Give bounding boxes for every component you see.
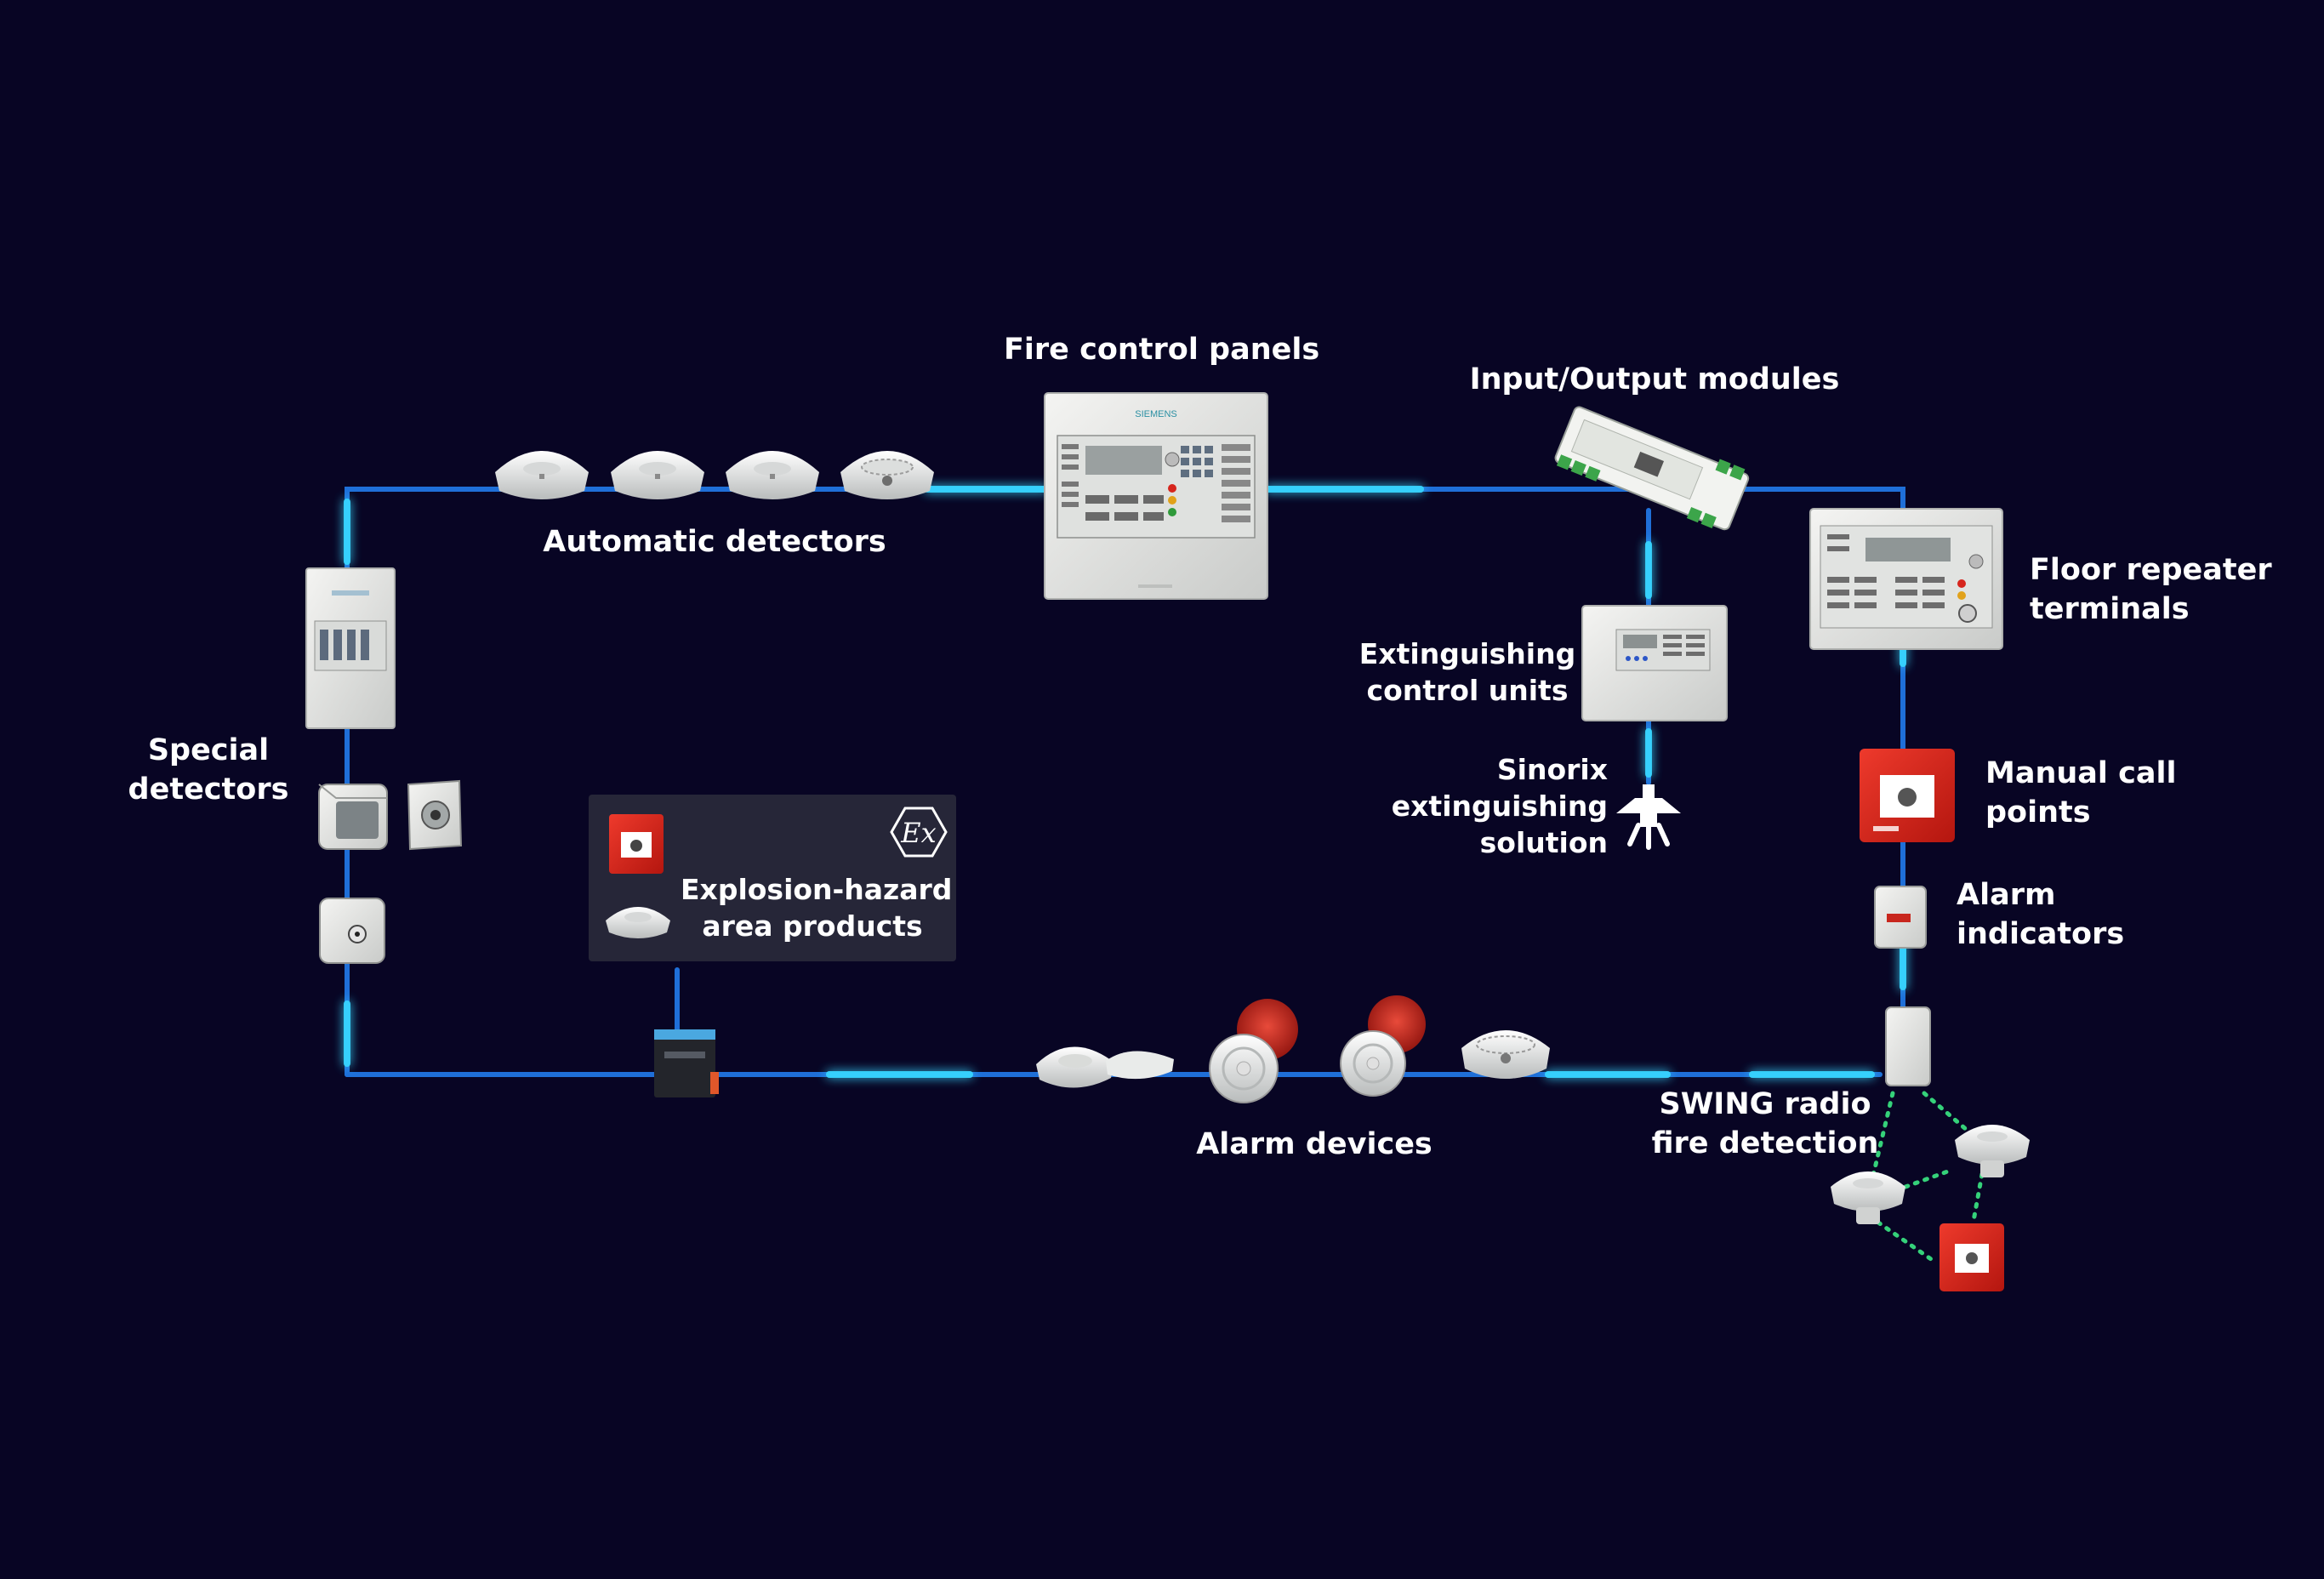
swing-gateway-icon bbox=[1885, 1006, 1931, 1086]
aspirating-detector-icon bbox=[305, 567, 396, 729]
smoke-detector-icon bbox=[611, 451, 704, 499]
label-extinguishing-control-units: Extinguishing control units bbox=[1359, 637, 1576, 707]
radio-manual-call-point-icon bbox=[1940, 1223, 2004, 1291]
ex-barrier-module-icon bbox=[654, 1029, 719, 1097]
fire-control-panel-icon: SIEMENS bbox=[1044, 392, 1268, 600]
label-swing-radio-fire-detection: SWING radio fire detection bbox=[1651, 1087, 1879, 1160]
ex-symbol-text: Ex bbox=[900, 817, 936, 849]
label-sinorix-solution: Sinorix extinguishing solution bbox=[1391, 753, 1608, 859]
sounder-beacon-icon bbox=[1209, 999, 1298, 1103]
label-automatic-detectors: Automatic detectors bbox=[543, 525, 886, 559]
linear-detector-icon bbox=[407, 779, 463, 851]
label-special-detectors: Special detectors bbox=[128, 733, 289, 807]
label-fire-control-panels: Fire control panels bbox=[1004, 333, 1320, 367]
sounder-beacon-icon bbox=[1340, 995, 1426, 1097]
radio-smoke-detector-icon bbox=[1831, 1171, 1905, 1224]
smoke-detector-icon bbox=[726, 451, 819, 499]
floor-repeater-terminal-icon bbox=[1809, 508, 2003, 650]
loop-line-top-right bbox=[1265, 487, 1905, 1049]
alarm-devices-group bbox=[1036, 995, 1550, 1103]
automatic-detectors-group bbox=[495, 451, 934, 499]
smoke-detector-icon bbox=[495, 451, 589, 499]
ex-symbol-icon: Ex bbox=[890, 807, 948, 858]
extinguishing-control-unit-icon bbox=[1581, 605, 1728, 721]
base-sounder-icon bbox=[1461, 1030, 1550, 1079]
beam-detector-icon bbox=[319, 898, 385, 964]
flame-detector-icon bbox=[318, 784, 388, 850]
label-explosion-hazard-products: Explosion-hazard area products bbox=[681, 873, 953, 943]
label-manual-call-points: Manual call points bbox=[1985, 756, 2177, 829]
panel-brand: SIEMENS bbox=[1135, 409, 1177, 419]
manual-call-point-icon bbox=[1860, 749, 1955, 842]
detector-with-sounder-icon bbox=[1036, 1046, 1174, 1088]
heat-detector-icon bbox=[840, 451, 934, 499]
alarm-indicator-icon bbox=[1874, 886, 1927, 949]
ex-smoke-detector-icon bbox=[606, 907, 670, 938]
label-alarm-devices: Alarm devices bbox=[1196, 1127, 1433, 1161]
label-alarm-indicators: Alarm indicators bbox=[1957, 878, 2125, 951]
special-detectors-group bbox=[305, 567, 463, 964]
label-floor-repeater-terminals: Floor repeater terminals bbox=[2030, 553, 2272, 626]
label-io-modules: Input/Output modules bbox=[1469, 362, 1840, 396]
ex-manual-call-point-icon bbox=[609, 814, 664, 874]
io-module-icon bbox=[1554, 406, 1750, 531]
radio-smoke-detector-icon bbox=[1955, 1125, 2030, 1177]
sinorix-nozzle-icon bbox=[1616, 784, 1681, 850]
explosion-hazard-panel: Ex bbox=[589, 795, 956, 961]
radio-links bbox=[1867, 1091, 1985, 1262]
